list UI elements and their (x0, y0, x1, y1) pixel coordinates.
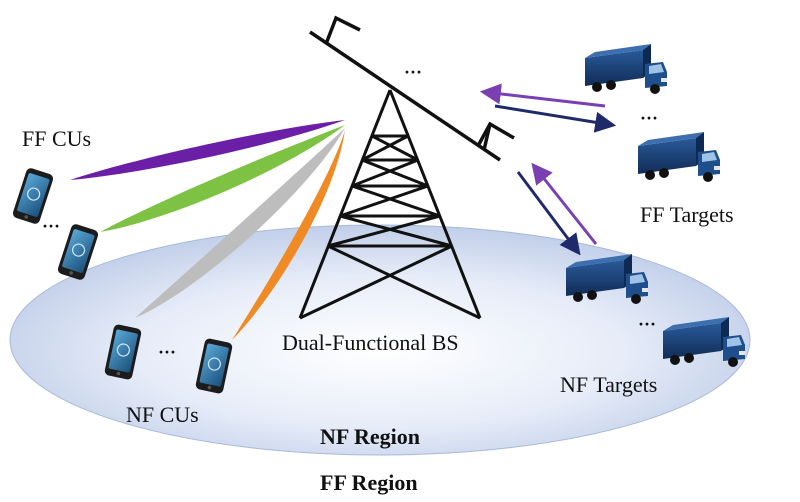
ff-region-label: FF Region (320, 470, 418, 495)
antenna-ellipsis: ··· (404, 62, 422, 82)
sensing-arrows (479, 83, 617, 256)
ff-targets-label: FF Targets (640, 202, 734, 227)
ff-probe-arrow (494, 104, 617, 133)
nf-echo-arrow (531, 162, 598, 245)
antenna-array (309, 15, 515, 162)
beam-green (100, 125, 345, 232)
base-station-tower (298, 89, 482, 320)
ff-target-truck-1 (585, 44, 667, 94)
nf-targets-label: NF Targets (560, 372, 657, 397)
nf-target-ellipsis: ··· (638, 314, 656, 334)
bs-label: Dual-Functional BS (282, 330, 459, 355)
beam-group (70, 120, 345, 340)
nf-cu-ellipsis: ··· (158, 342, 176, 362)
nf-probe-arrow (516, 171, 581, 256)
ff-cu-ellipsis: ··· (42, 216, 60, 236)
beam-purple (70, 120, 345, 180)
ff-cus-label: FF CUs (22, 126, 91, 151)
nf-cus-label: NF CUs (126, 402, 199, 427)
nf-region-label: NF Region (320, 424, 420, 449)
ff-target-ellipsis: ··· (640, 108, 658, 128)
nf-region-area (9, 224, 751, 456)
ff-target-truck-2 (638, 132, 720, 182)
ff-echo-arrow (479, 83, 606, 108)
